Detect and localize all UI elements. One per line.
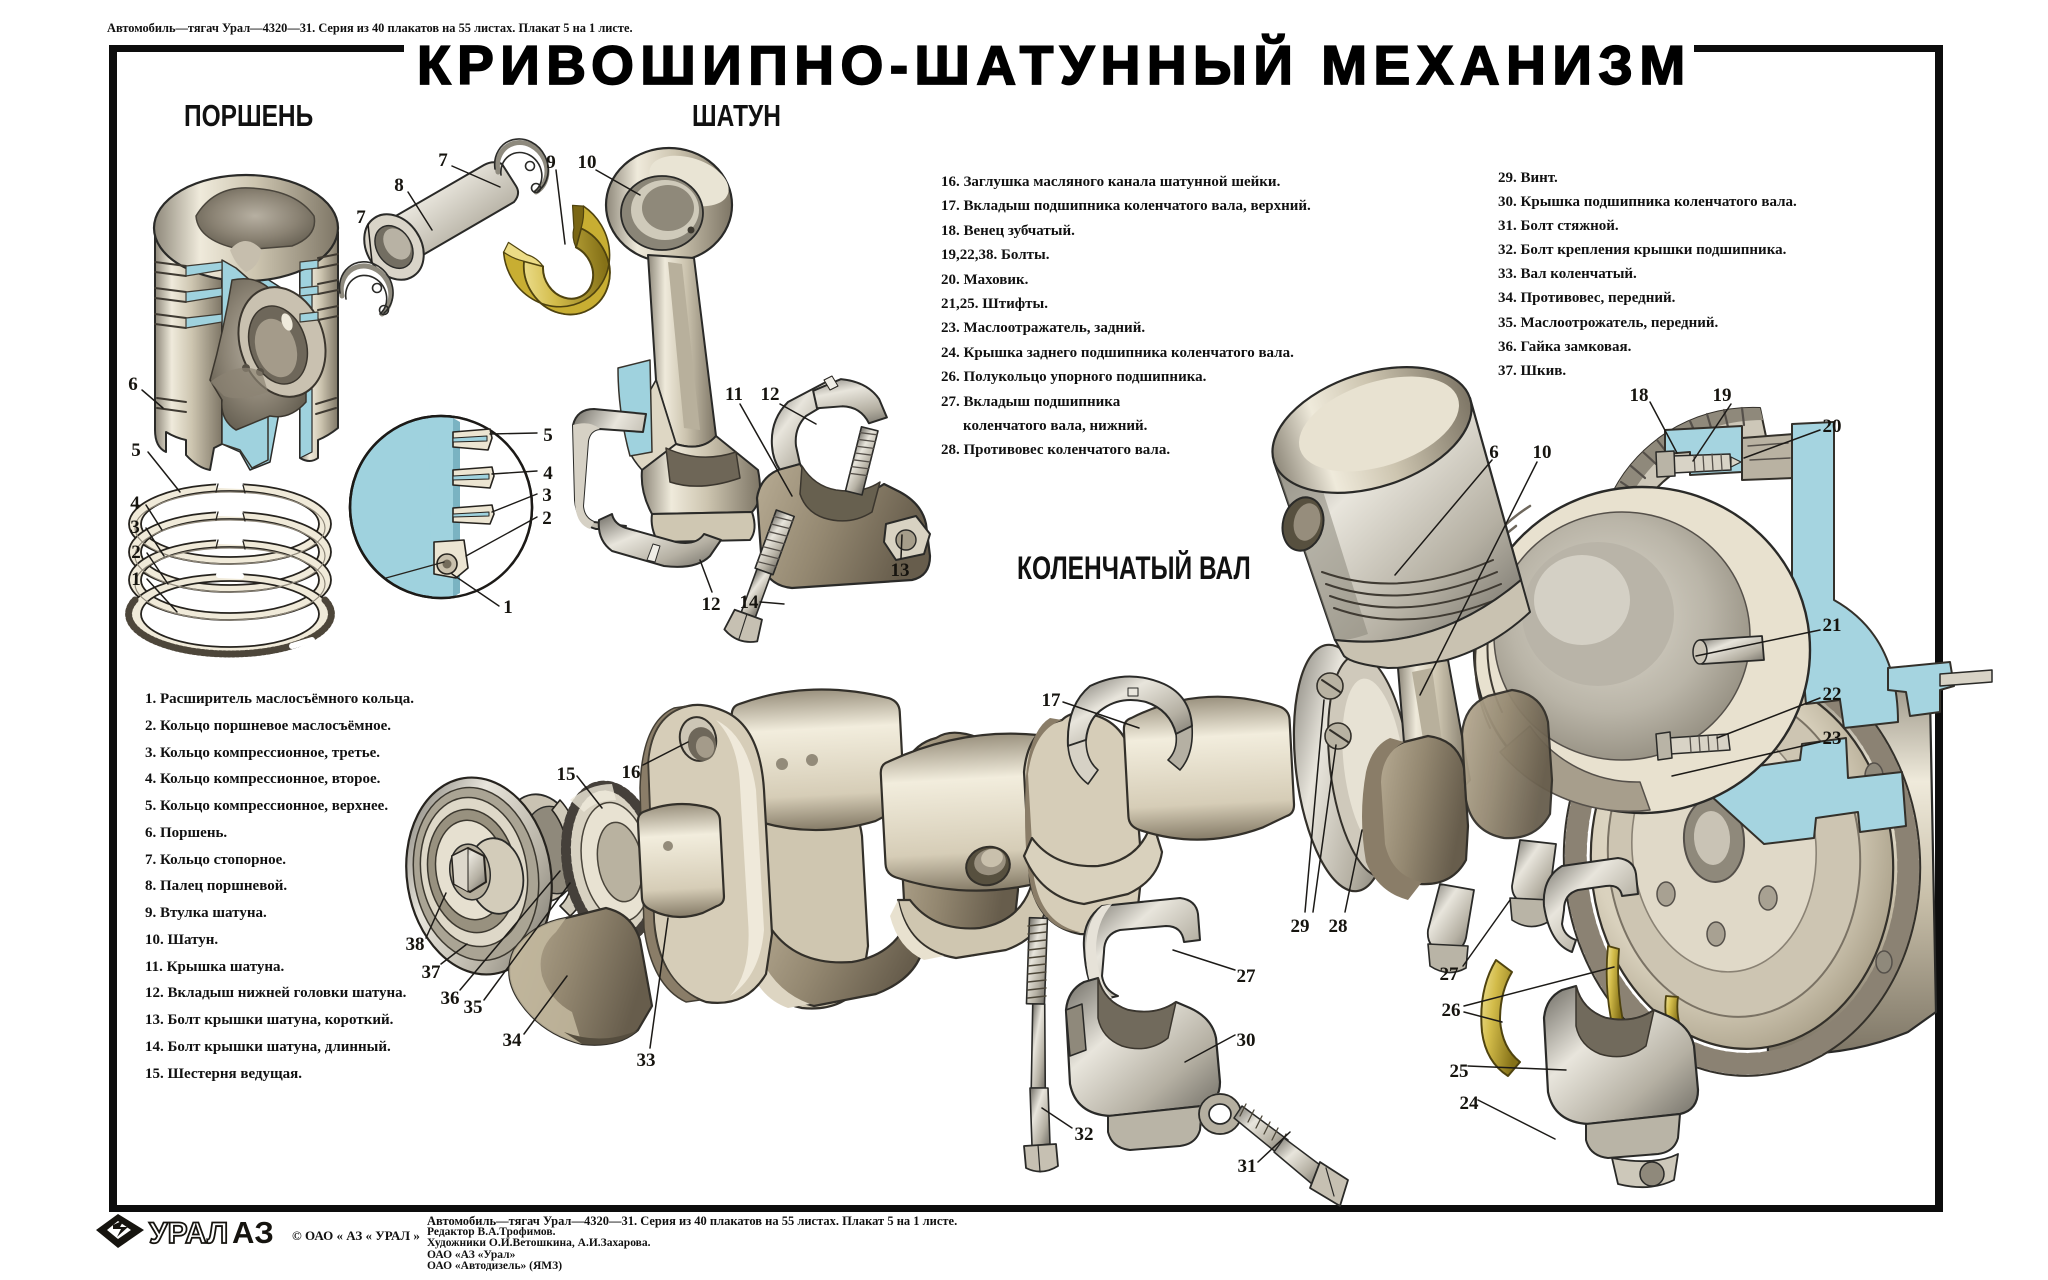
svg-text:6: 6 xyxy=(1489,442,1499,463)
svg-text:34: 34 xyxy=(503,1030,523,1051)
svg-text:1: 1 xyxy=(503,597,513,618)
svg-text:3: 3 xyxy=(542,485,552,506)
svg-text:19: 19 xyxy=(1713,385,1732,406)
svg-text:18: 18 xyxy=(1630,385,1649,406)
svg-text:22: 22 xyxy=(1823,684,1842,705)
svg-text:33: 33 xyxy=(637,1050,656,1071)
svg-text:14: 14 xyxy=(740,592,760,613)
svg-text:21: 21 xyxy=(1823,615,1842,636)
svg-text:5: 5 xyxy=(131,440,141,461)
svg-text:27: 27 xyxy=(1237,966,1257,987)
svg-text:25: 25 xyxy=(1450,1061,1469,1082)
svg-text:АЗ: АЗ xyxy=(232,1215,274,1250)
svg-text:12: 12 xyxy=(702,594,721,615)
svg-text:30: 30 xyxy=(1237,1030,1256,1051)
svg-text:27: 27 xyxy=(1440,964,1460,985)
svg-text:26: 26 xyxy=(1442,1000,1461,1021)
svg-text:3: 3 xyxy=(130,517,140,538)
svg-text:20: 20 xyxy=(1823,416,1842,437)
svg-text:24: 24 xyxy=(1460,1093,1480,1114)
svg-text:11: 11 xyxy=(725,384,743,405)
svg-text:5: 5 xyxy=(543,425,553,446)
svg-text:38: 38 xyxy=(406,934,425,955)
svg-text:37: 37 xyxy=(422,962,442,983)
svg-text:23: 23 xyxy=(1823,728,1842,749)
svg-text:12: 12 xyxy=(761,384,780,405)
svg-text:15: 15 xyxy=(557,764,576,785)
svg-text:4: 4 xyxy=(543,463,553,484)
svg-text:10: 10 xyxy=(578,152,597,173)
svg-text:10: 10 xyxy=(1533,442,1552,463)
svg-text:35: 35 xyxy=(464,997,483,1018)
svg-text:17: 17 xyxy=(1042,690,1062,711)
svg-text:7: 7 xyxy=(356,207,366,228)
svg-text:28: 28 xyxy=(1329,916,1348,937)
svg-text:2: 2 xyxy=(542,508,552,529)
svg-text:36: 36 xyxy=(441,988,460,1009)
svg-text:13: 13 xyxy=(891,560,910,581)
svg-text:29: 29 xyxy=(1291,916,1310,937)
svg-text:2: 2 xyxy=(131,542,141,563)
svg-text:4: 4 xyxy=(130,493,140,514)
svg-text:7: 7 xyxy=(438,150,448,171)
svg-text:УРАЛ: УРАЛ xyxy=(149,1217,228,1250)
svg-text:16: 16 xyxy=(622,762,641,783)
svg-text:32: 32 xyxy=(1075,1124,1094,1145)
svg-text:6: 6 xyxy=(128,374,138,395)
svg-text:1: 1 xyxy=(131,569,141,590)
svg-text:31: 31 xyxy=(1238,1156,1257,1177)
svg-text:8: 8 xyxy=(394,175,404,196)
svg-text:9: 9 xyxy=(546,152,556,173)
